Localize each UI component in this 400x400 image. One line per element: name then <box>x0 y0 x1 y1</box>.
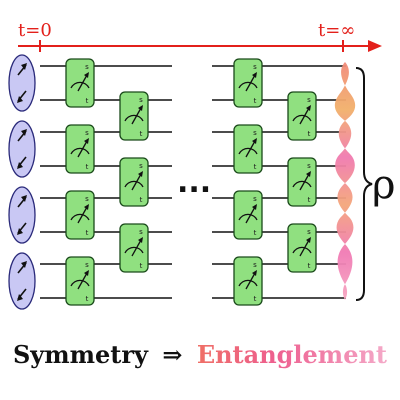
unitary-gate: st <box>65 124 95 174</box>
gate-label-bottom: t <box>254 163 257 171</box>
timeline-start-label: t=0 <box>18 20 52 41</box>
gate-label-top: s <box>253 195 257 203</box>
ellipsis: ... <box>177 165 211 200</box>
gate-label-bottom: t <box>308 262 311 270</box>
unitary-gate: st <box>233 190 263 240</box>
gate-label-bottom: t <box>140 196 143 204</box>
meter-icon <box>124 105 144 125</box>
unitary-gate: st <box>287 157 317 207</box>
unitary-gate: st <box>119 157 149 207</box>
density-matrix-bracket: ρ <box>355 67 396 301</box>
meter-icon <box>292 237 312 257</box>
meter-icon <box>292 171 312 191</box>
rho-symbol: ρ <box>372 162 396 208</box>
gate-label-bottom: t <box>140 262 143 270</box>
timeline-end-label: t=∞ <box>318 20 355 41</box>
gate-label-top: s <box>307 96 311 104</box>
meter-icon <box>238 138 258 158</box>
unitary-gate: st <box>65 58 95 108</box>
unitary-gate: st <box>65 256 95 306</box>
bracket <box>355 67 373 301</box>
arrow-pair-icon <box>8 252 36 310</box>
meter-icon <box>70 270 90 290</box>
gate-label-top: s <box>139 228 143 236</box>
meter-icon <box>70 204 90 224</box>
arrow-pair-icon <box>8 54 36 112</box>
unitary-gate: st <box>287 223 317 273</box>
meter-icon <box>70 72 90 92</box>
entangled-state-blob <box>334 62 356 300</box>
gate-label-bottom: t <box>308 196 311 204</box>
gate-label-bottom: t <box>254 97 257 105</box>
meter-icon <box>124 237 144 257</box>
arrow-pair-icon <box>8 186 36 244</box>
meter-icon <box>238 270 258 290</box>
gate-label-top: s <box>139 162 143 170</box>
gate-label-bottom: t <box>86 229 89 237</box>
caption-arrow: ⇒ <box>162 340 182 369</box>
meter-icon <box>238 72 258 92</box>
arrow-pair-icon <box>8 120 36 178</box>
gate-label-top: s <box>253 63 257 71</box>
gate-label-top: s <box>253 261 257 269</box>
gate-label-bottom: t <box>308 130 311 138</box>
gate-label-top: s <box>307 228 311 236</box>
timeline: t=0 t=∞ <box>18 20 382 52</box>
entangled-state <box>334 62 356 300</box>
meter-icon <box>124 171 144 191</box>
meter-icon <box>238 204 258 224</box>
timeline-arrowhead <box>368 40 382 52</box>
gate-label-bottom: t <box>86 97 89 105</box>
gate-label-top: s <box>307 162 311 170</box>
gate-label-bottom: t <box>140 130 143 138</box>
gate-label-top: s <box>139 96 143 104</box>
caption: Symmetry ⇒ Entanglement <box>13 340 387 369</box>
meter-icon <box>70 138 90 158</box>
caption-left: Symmetry <box>13 340 149 369</box>
initial-pairs <box>8 54 36 310</box>
gate-label-top: s <box>85 63 89 71</box>
unitary-gate: st <box>119 223 149 273</box>
unitary-gate: st <box>233 58 263 108</box>
meter-icon <box>292 105 312 125</box>
unitary-gate: st <box>287 91 317 141</box>
gate-label-top: s <box>85 195 89 203</box>
gate-label-bottom: t <box>254 295 257 303</box>
caption-line: Symmetry ⇒ Entanglement <box>13 340 387 369</box>
gate-label-top: s <box>85 261 89 269</box>
unitary-gate: st <box>119 91 149 141</box>
unitary-gate: st <box>233 124 263 174</box>
gate-label-bottom: t <box>86 295 89 303</box>
gate-label-bottom: t <box>86 163 89 171</box>
gate-label-top: s <box>253 129 257 137</box>
unitary-gate: st <box>233 256 263 306</box>
caption-right: Entanglement <box>197 340 387 369</box>
gate-label-top: s <box>85 129 89 137</box>
unitary-gate: st <box>65 190 95 240</box>
gate-label-bottom: t <box>254 229 257 237</box>
